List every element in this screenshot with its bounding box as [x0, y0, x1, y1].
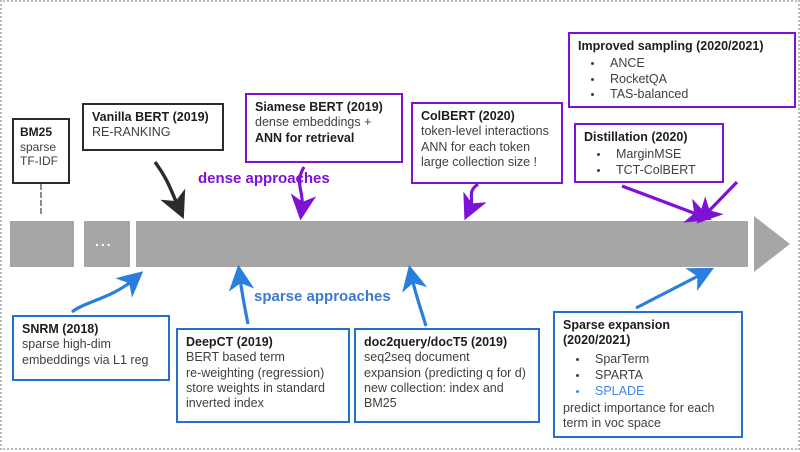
label-sparse-approaches: sparse approaches [254, 288, 391, 305]
bm25-title: BM25 [20, 125, 53, 139]
box-improved-sampling[interactable]: Improved sampling (2020/2021) ANCE Rocke… [568, 32, 796, 108]
label-dense-line-1: dense [198, 170, 242, 187]
sparse-expansion-bullets: SparTerm SPARTA SPLADE [563, 351, 733, 399]
timeline-segment-3 [136, 221, 748, 267]
snrm-line-2: embeddings via L1 reg [22, 352, 149, 367]
label-dense-approaches: dense approaches [198, 170, 330, 188]
sparse-expansion-footer-2: term in voc space [563, 415, 661, 430]
doc2query-line-1: seq2seq document [364, 350, 470, 365]
bm25-line-2: TF-IDF [20, 154, 58, 169]
sparse-expansion-title-line-1: Sparse expansion [563, 318, 670, 332]
distillation-bullets: MarginMSE TCT-ColBERT [584, 147, 714, 178]
box-doc2query[interactable]: doc2query/docT5 (2019) seq2seq document … [354, 328, 540, 423]
vanilla-bert-line-1: RE-RANKING [92, 125, 171, 140]
box-snrm[interactable]: SNRM (2018) sparse high-dim embeddings v… [12, 315, 170, 381]
arrow-sparse-expansion-to-timeline [635, 267, 714, 310]
label-dense-line-2: approaches [245, 170, 330, 187]
colbert-title: ColBERT (2020) [421, 109, 515, 123]
timeline-ellipsis: ... [95, 233, 113, 249]
doc2query-line-3: new collection: index and [364, 380, 504, 395]
improved-sampling-title: Improved sampling (2020/2021) [578, 39, 764, 53]
box-colbert[interactable]: ColBERT (2020) token-level interactions … [411, 102, 563, 184]
vanilla-bert-title: Vanilla BERT (2019) [92, 110, 209, 124]
deepct-line-1: BERT based term [186, 350, 285, 365]
siamese-bert-line-1: dense embeddings + [255, 115, 372, 130]
bm25-dashed-connector [40, 184, 42, 214]
arrow-colbert-to-timeline [463, 182, 487, 221]
box-sparse-expansion[interactable]: Sparse expansion (2020/2021) SparTerm SP… [553, 311, 743, 438]
list-item-splade: SPLADE [589, 383, 733, 399]
timeline-segment-1 [10, 221, 74, 267]
list-item: ANCE [604, 56, 786, 71]
snrm-line-1: sparse high-dim [22, 337, 111, 352]
deepct-line-3: store weights in standard [186, 380, 325, 395]
list-item: SparTerm [589, 351, 733, 367]
arrow-doc2query-to-timeline [402, 264, 428, 327]
distillation-title: Distillation (2020) [584, 130, 688, 144]
sparse-expansion-footer-1: predict importance for each [563, 400, 715, 415]
list-item: TAS-balanced [604, 87, 786, 102]
box-vanilla-bert[interactable]: Vanilla BERT (2019) RE-RANKING [82, 103, 224, 151]
list-item: MarginMSE [610, 147, 714, 162]
colbert-line-3: large collection size ! [421, 154, 538, 169]
doc2query-line-4: BM25 [364, 396, 397, 410]
list-item: SPARTA [589, 367, 733, 383]
arrow-vanilla-bert-to-timeline [153, 161, 186, 220]
list-item: TCT-ColBERT [610, 163, 714, 178]
colbert-line-1: token-level interactions [421, 124, 549, 139]
siamese-bert-title: Siamese BERT (2019) [255, 100, 383, 114]
doc2query-title: doc2query/docT5 (2019) [364, 335, 508, 349]
arrow-distillation-to-timeline [696, 180, 739, 224]
deepct-line-2: re-weighting (regression) [186, 365, 325, 380]
colbert-line-2: ANN for each token [421, 139, 531, 154]
box-siamese-bert[interactable]: Siamese BERT (2019) dense embeddings + A… [245, 93, 403, 163]
deepct-line-4: inverted index [186, 396, 264, 410]
arrow-improved-sampling-to-timeline [621, 184, 712, 223]
arrow-deepct-to-timeline [228, 264, 255, 325]
doc2query-line-2: expansion (predicting q for d) [364, 365, 526, 380]
snrm-title: SNRM (2018) [22, 322, 99, 336]
improved-sampling-bullets: ANCE RocketQA TAS-balanced [578, 56, 786, 102]
list-item: RocketQA [604, 72, 786, 87]
bm25-line-1: sparse [20, 139, 57, 154]
box-distillation[interactable]: Distillation (2020) MarginMSE TCT-ColBER… [574, 123, 724, 183]
arrow-snrm-to-timeline [70, 271, 144, 314]
box-bm25[interactable]: BM25 sparse TF-IDF [12, 118, 70, 184]
siamese-bert-bold-line: ANN for retrieval [255, 130, 355, 145]
deepct-title: DeepCT (2019) [186, 335, 273, 349]
box-deepct[interactable]: DeepCT (2019) BERT based term re-weighti… [176, 328, 350, 423]
sparse-expansion-title-line-2: (2020/2021) [563, 333, 631, 348]
timeline-segment-2 [84, 221, 130, 267]
timeline-arrowhead-icon [754, 216, 790, 272]
